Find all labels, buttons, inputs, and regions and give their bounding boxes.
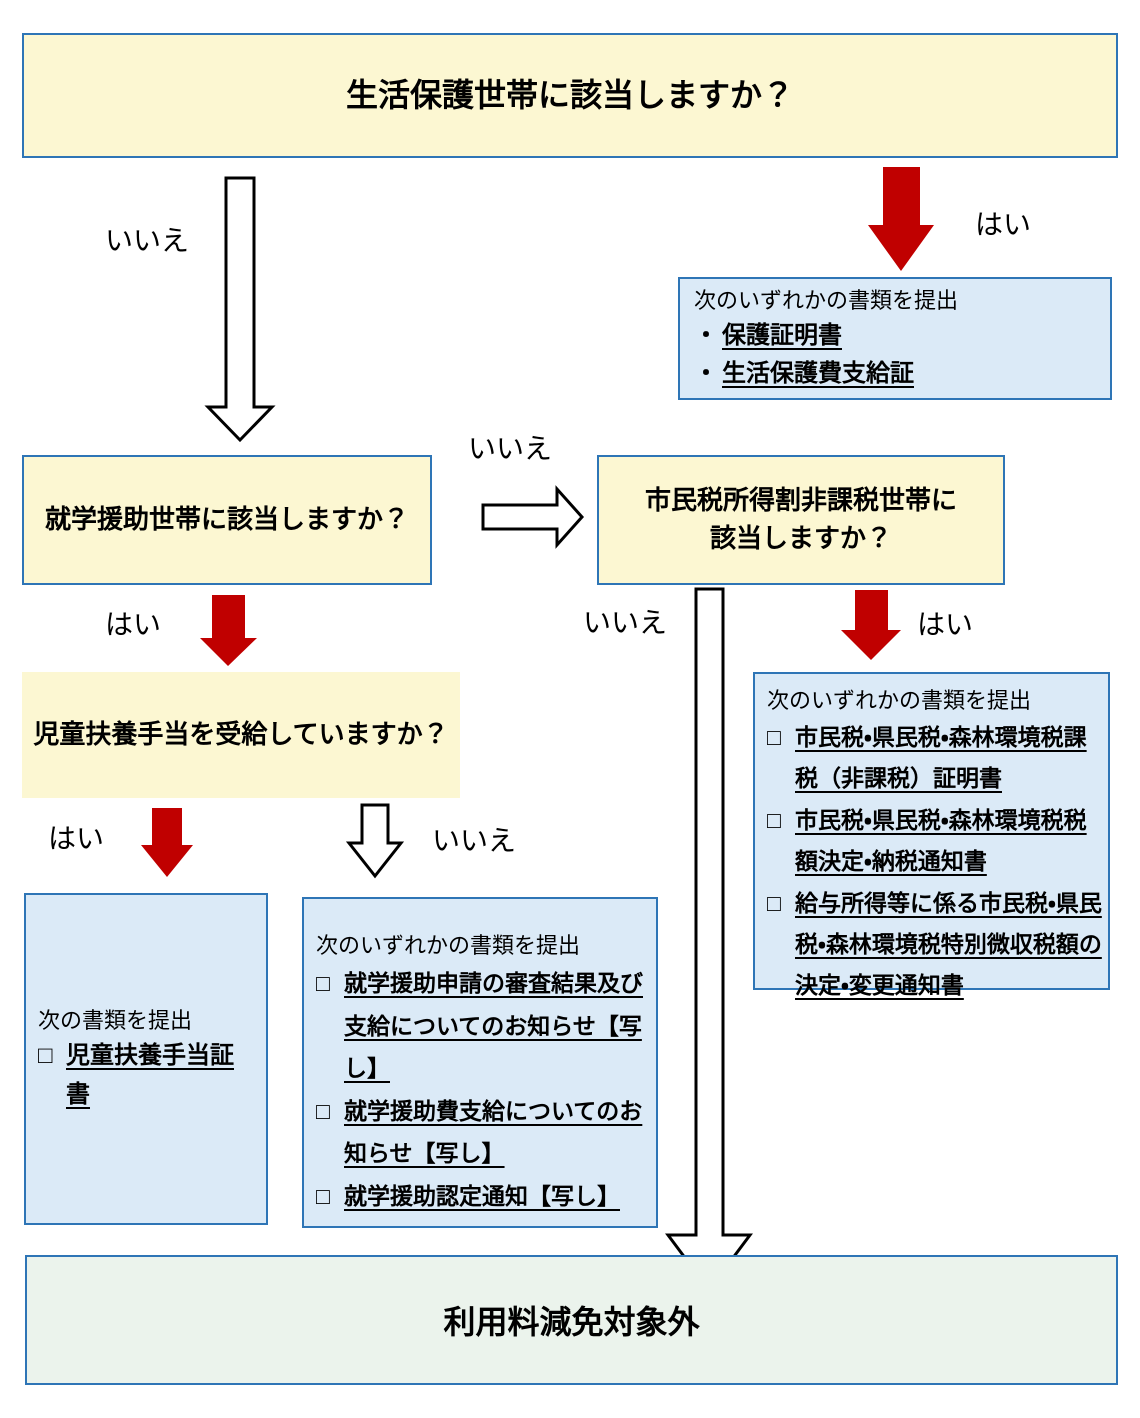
- checkbox-marker: □: [316, 1182, 330, 1209]
- label-no-q2: いいえ: [468, 433, 553, 464]
- doc-item-text: 市民税・県民税・森林環境税課税（非課税）証明書: [795, 724, 1087, 792]
- doc-item-text: 児童扶養手当証書: [66, 1042, 234, 1108]
- label-yes-q3: はい: [917, 609, 974, 640]
- docs-header: 次のいずれかの書類を提出: [316, 933, 581, 958]
- question-box-shugaku-enjo: 就学援助世帯に該当しますか？: [22, 455, 432, 585]
- doc-item-text: 給与所得等に係る市民税・県民税・森林環境税特別微収税額の決定・変更通知書: [795, 889, 1102, 999]
- label-no-q3: いいえ: [583, 607, 668, 638]
- doc-item: □ 就学援助費支給についてのお知らせ【写し】: [316, 1090, 650, 1175]
- down-arrow-yes-q4-icon: [141, 808, 193, 877]
- doc-item: □ 給与所得等に係る市民税・県民税・森林環境税特別微収税額の決定・変更通知書: [767, 883, 1102, 1007]
- doc-item-text: 就学援助費支給についてのお知らせ【写し】: [344, 1097, 643, 1167]
- docs-header: 次の書類を提出: [38, 1008, 193, 1034]
- doc-item: □ 市民税・県民税・森林環境税課税（非課税）証明書: [767, 717, 1102, 800]
- doc-item-text: 就学援助申請の審査結果及び支給についてのお知らせ【写し】: [344, 970, 643, 1082]
- label-no-q4: いいえ: [432, 825, 517, 856]
- question-box-shiminzei: 市民税所得割非課税世帯に 該当しますか？: [597, 455, 1005, 585]
- docs-box-child-allowance: 次の書類を提出 □ 児童扶養手当証書: [24, 893, 268, 1225]
- doc-item: □ 就学援助認定通知【写し】: [316, 1175, 650, 1218]
- label-yes-q4: はい: [48, 823, 105, 854]
- checkbox-marker: □: [767, 806, 781, 833]
- question-box-seikatsu-hogo: 生活保護世帯に該当しますか？: [22, 33, 1118, 158]
- bullet-marker: ・: [694, 321, 718, 349]
- label-no-q1: いいえ: [105, 225, 190, 256]
- result-box-not-eligible: 利用料減免対象外: [25, 1255, 1118, 1385]
- doc-item: □ 児童扶養手当証書: [38, 1037, 254, 1114]
- docs-header: 次のいずれかの書類を提出: [694, 287, 959, 313]
- right-arrow-no-q2-icon: [481, 485, 585, 549]
- question-text-line1: 市民税所得割非課税世帯に: [644, 485, 957, 516]
- down-arrow-no-q3-icon: [665, 587, 753, 1293]
- checkbox-marker: □: [767, 889, 781, 916]
- down-arrow-no-q4-icon: [345, 803, 405, 879]
- doc-item: □ 就学援助申請の審査結果及び支給についてのお知らせ【写し】: [316, 962, 650, 1090]
- question-text: 児童扶養手当を受給していますか？: [33, 719, 449, 750]
- docs-box-school-aid: 次のいずれかの書類を提出 □ 就学援助申請の審査結果及び支給についてのお知らせ【…: [302, 897, 658, 1228]
- checkbox-marker: □: [38, 1042, 53, 1070]
- question-text: 就学援助世帯に該当しますか？: [44, 504, 409, 535]
- docs-header: 次のいずれかの書類を提出: [767, 688, 1032, 713]
- checkbox-marker: □: [767, 724, 781, 750]
- question-text-line2: 該当しますか？: [709, 523, 892, 553]
- doc-item: ・ 生活保護費支給証: [694, 355, 1096, 393]
- bullet-marker: ・: [694, 360, 718, 387]
- down-arrow-yes-q1-icon: [868, 167, 934, 271]
- question-box-jidou-fuyou: 児童扶養手当を受給していますか？: [22, 672, 460, 798]
- doc-item-text: 就学援助認定通知【写し】: [344, 1182, 620, 1209]
- doc-item-text: 生活保護費支給証: [722, 360, 914, 387]
- doc-item: □ 市民税・県民税・森林環境税税額決定・納税通知書: [767, 800, 1102, 883]
- result-text: 利用料減免対象外: [443, 1304, 700, 1340]
- doc-item: ・ 保護証明書: [694, 317, 1096, 355]
- checkbox-marker: □: [316, 1097, 330, 1124]
- down-arrow-no-q1-icon: [204, 176, 276, 443]
- checkbox-marker: □: [316, 970, 330, 996]
- question-text: 生活保護世帯に該当しますか？: [345, 77, 794, 114]
- docs-box-protection: 次のいずれかの書類を提出 ・ 保護証明書 ・ 生活保護費支給証: [678, 277, 1112, 400]
- doc-item-text: 保護証明書: [722, 321, 842, 349]
- down-arrow-yes-q2-icon: [200, 595, 257, 666]
- label-yes-q2: はい: [105, 609, 162, 640]
- doc-item-text: 市民税・県民税・森林環境税税額決定・納税通知書: [795, 806, 1087, 875]
- label-yes-q1: はい: [975, 209, 1032, 240]
- down-arrow-yes-q3-icon: [841, 590, 901, 660]
- docs-box-tax: 次のいずれかの書類を提出 □ 市民税・県民税・森林環境税課税（非課税）証明書 □…: [753, 672, 1110, 998]
